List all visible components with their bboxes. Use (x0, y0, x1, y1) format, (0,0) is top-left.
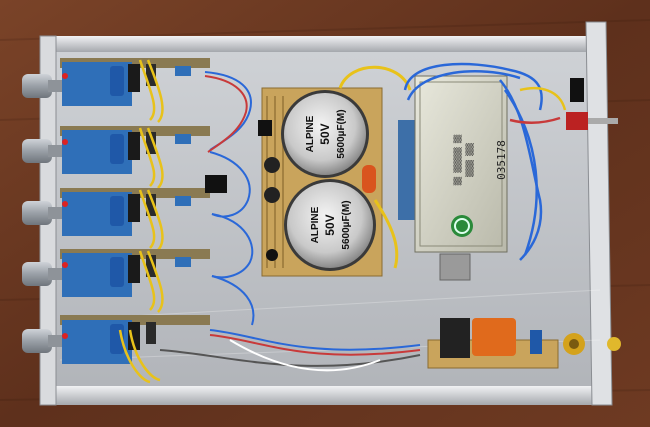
svg-text:▒▒▒▒ ▒▒▒: ▒▒▒▒ ▒▒▒ (465, 142, 474, 177)
capacitor-top: ALPINE 50V 5600µF(M) (281, 90, 369, 178)
capacitor-bottom: ALPINE 50V 5600µF(M) (284, 179, 376, 271)
volume-knobs (22, 74, 62, 353)
switch-lever (588, 118, 618, 124)
input-board (427, 318, 559, 369)
cap-top-capacitance: 5600µF(M) (336, 109, 347, 158)
amp-board-4 (60, 249, 210, 313)
signal-wiring (159, 71, 421, 372)
yellow-wire (338, 65, 412, 91)
chassis-top-rail (44, 36, 604, 52)
cap-top-voltage: 50V (318, 123, 332, 144)
amp-board-3 (60, 188, 210, 251)
film-capacitor (362, 165, 376, 193)
cap-bottom-voltage: 50V (323, 214, 337, 235)
cap-top-brand: ALPINE (305, 115, 316, 152)
connector-block (205, 175, 227, 193)
svg-text:▒▒ ▒▒▒▒▒▒ ▒▒: ▒▒ ▒▒▒▒▒▒ ▒▒ (453, 134, 462, 185)
knob-4 (22, 262, 62, 286)
amp-board-5 (60, 315, 210, 384)
relay (472, 318, 516, 356)
amplifier-boards (60, 58, 210, 384)
cap-bottom-brand: ALPINE (310, 206, 321, 243)
knob-2 (22, 139, 62, 163)
rca-jack (563, 333, 621, 355)
chassis-bottom-rail (44, 386, 608, 405)
knob-3 (22, 201, 62, 225)
knob-5 (22, 329, 62, 353)
amp-board-2 (60, 126, 210, 189)
cap-bottom-capacitance: 5600µF(M) (341, 200, 352, 249)
amp-board-1 (60, 58, 210, 123)
power-switch (566, 112, 588, 130)
transformer-serial: 035178 (495, 140, 508, 180)
knob-1 (22, 74, 62, 98)
back-panel (585, 21, 613, 406)
mains-wiring (403, 62, 567, 261)
transformer: ▒▒ ▒▒▒▒▒▒ ▒▒ ▒▒▒▒ ▒▒▒ 035178 (398, 75, 508, 281)
